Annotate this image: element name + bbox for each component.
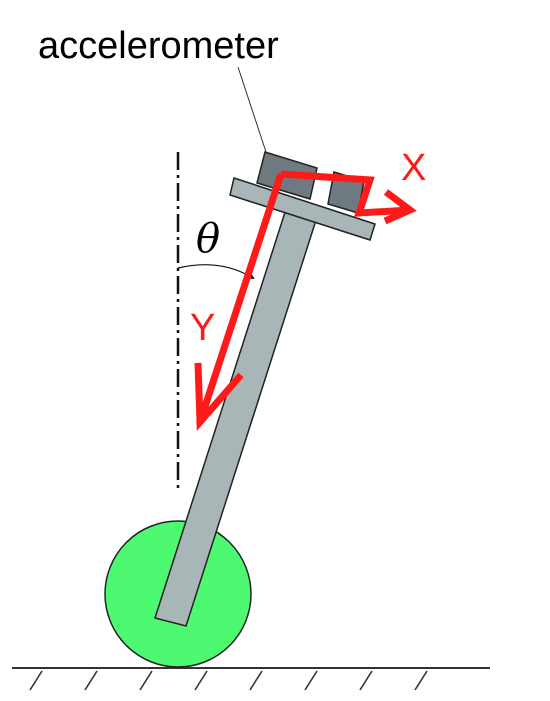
top-plate: [229, 177, 376, 241]
x-axis-label: X: [401, 147, 426, 189]
ground: [12, 667, 490, 691]
x-axis-arrow: [280, 170, 417, 225]
y-axis-label: Y: [190, 307, 215, 349]
accelerometer-label: accelerometer: [38, 25, 279, 67]
label-leader-line: [237, 66, 267, 153]
y-axis-arrow: [194, 172, 285, 431]
theta-label: θ: [196, 216, 220, 262]
angle-arc: [177, 264, 255, 280]
